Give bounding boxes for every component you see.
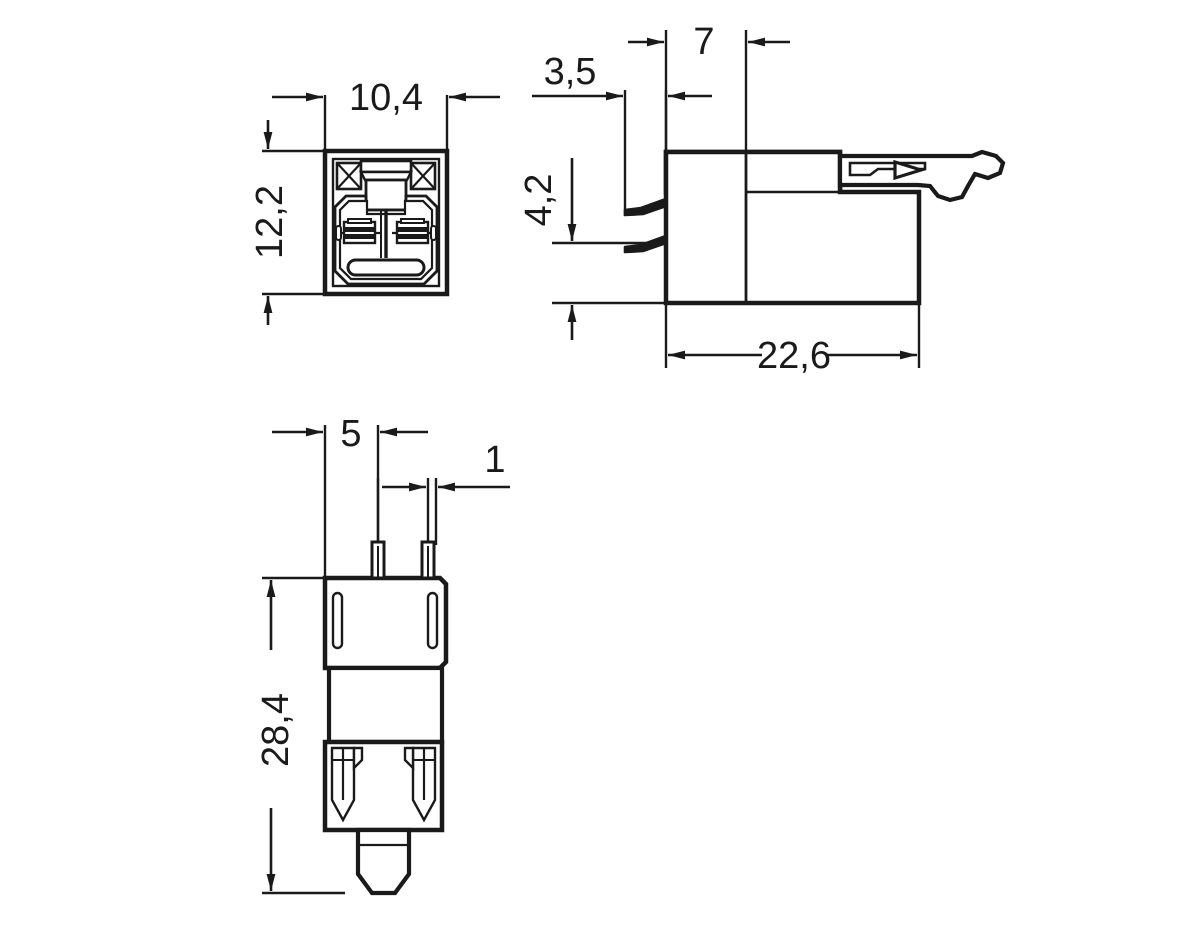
dimension-bottom-height: 28,4 [255,580,297,891]
side-view-pins [623,197,668,254]
front-view-terminal-right [392,218,432,245]
front-view-centre-divider [380,210,388,258]
front-view-top-bridge [359,159,413,182]
dimension-label-bottom-edge: 5 [340,413,361,455]
dimension-label-bottom-pin: 1 [484,439,505,481]
dimension-side-length: 22,6 [668,335,917,377]
dimension-front-height: 12,2 [249,120,291,325]
side-view-extension-lines [552,30,921,368]
side-view-pin-lower [623,234,668,254]
bottom-view: 5 1 28,4 [255,413,510,896]
bottom-view-slot-left [331,591,344,650]
dimension-bottom-pin: 1 [382,439,510,492]
front-view-centre-window [364,178,408,212]
bottom-view-centre-stem [355,827,412,896]
dimension-label-side-flange: 7 [693,21,714,63]
front-view-lower-slot [346,258,426,277]
bottom-view-prong-left [330,746,364,823]
front-view-extension-lines [262,95,449,296]
dimension-label-side-pin-offset: 3,5 [544,51,597,93]
bottom-view-slot-right [426,591,439,650]
front-view-notch-right [430,225,437,241]
dimension-side-pin-offset: 3,5 [532,51,712,101]
side-view: 7 3,5 4,2 22,6 [518,21,1006,377]
side-view-latch-tip [893,159,927,181]
front-view-cross-boxes [335,161,437,191]
bottom-view-upper-housing [322,575,449,671]
dimension-side-pin-gap: 4,2 [518,158,577,340]
bottom-view-extension-lines [262,425,438,895]
dimension-label-front-height: 12,2 [249,185,291,259]
front-view-terminal-left [340,218,380,245]
dimension-front-width: 10,4 [272,77,500,119]
front-view-notch-left [335,225,342,241]
dimension-label-side-pin-gap: 4,2 [518,174,560,227]
dimension-label-front-width: 10,4 [349,77,423,119]
dimension-side-flange: 7 [628,21,790,63]
dimension-label-bottom-height: 28,4 [255,693,297,767]
bottom-view-prong-right [403,746,437,823]
side-view-latch-arm [837,149,1006,203]
side-view-pin-upper [623,197,668,217]
dimension-label-side-length: 22,6 [757,335,831,377]
front-view: 10,4 12,2 [249,77,500,325]
bottom-view-mid-body [326,665,445,745]
bottom-view-solder-pins [370,540,436,580]
dimension-bottom-edge: 5 [272,413,428,455]
